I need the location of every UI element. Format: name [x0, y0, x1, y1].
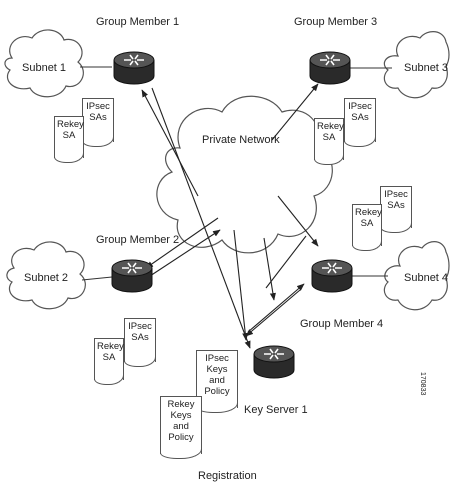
group-member-1-router	[113, 51, 155, 85]
subnet-2-cloud	[6, 241, 86, 310]
gm2-arrow-in	[149, 229, 221, 277]
network-to-keyserver-arrow-a	[233, 229, 249, 341]
gm4-arrow-in	[277, 195, 319, 247]
group-member-4-label: Group Member 4	[300, 318, 384, 330]
gm4-to-keyserver-arrow	[245, 289, 301, 337]
subnet-4-label: Subnet 4	[404, 272, 449, 284]
group-member-3-label: Group Member 3	[294, 16, 378, 28]
gm2-arrow-out	[145, 217, 219, 269]
group-member-3-router	[309, 51, 351, 85]
subnet-3-label: Subnet 3	[404, 62, 449, 74]
subnet-2-label: Subnet 2	[24, 272, 69, 284]
group-member-2-label: Group Member 2	[96, 234, 180, 246]
key-server-router	[253, 345, 295, 379]
keyserver-to-gm4-arrow	[247, 283, 305, 333]
gm3-arrow	[271, 83, 319, 141]
group-member-4-router	[311, 259, 353, 293]
group-member-1-label: Group Member 1	[96, 16, 180, 28]
subnet-1-cloud	[4, 29, 84, 98]
private-network-label: Private Network	[202, 134, 280, 146]
group-member-2-router	[111, 259, 153, 293]
subnet-3-cloud	[383, 31, 450, 99]
subnet-1-label: Subnet 1	[22, 62, 67, 74]
gm4-line	[265, 235, 307, 289]
key-server-label: Key Server 1	[244, 404, 308, 416]
gm1-arrow-in	[141, 89, 199, 197]
gm1-to-keyserver-arrow	[151, 87, 251, 349]
subnet-4-cloud	[383, 241, 450, 311]
network-to-keyserver-arrow-b	[263, 237, 276, 301]
figure-id: 170833	[419, 372, 426, 396]
private-network-cloud	[156, 95, 333, 254]
registration-label: Registration	[198, 470, 257, 482]
